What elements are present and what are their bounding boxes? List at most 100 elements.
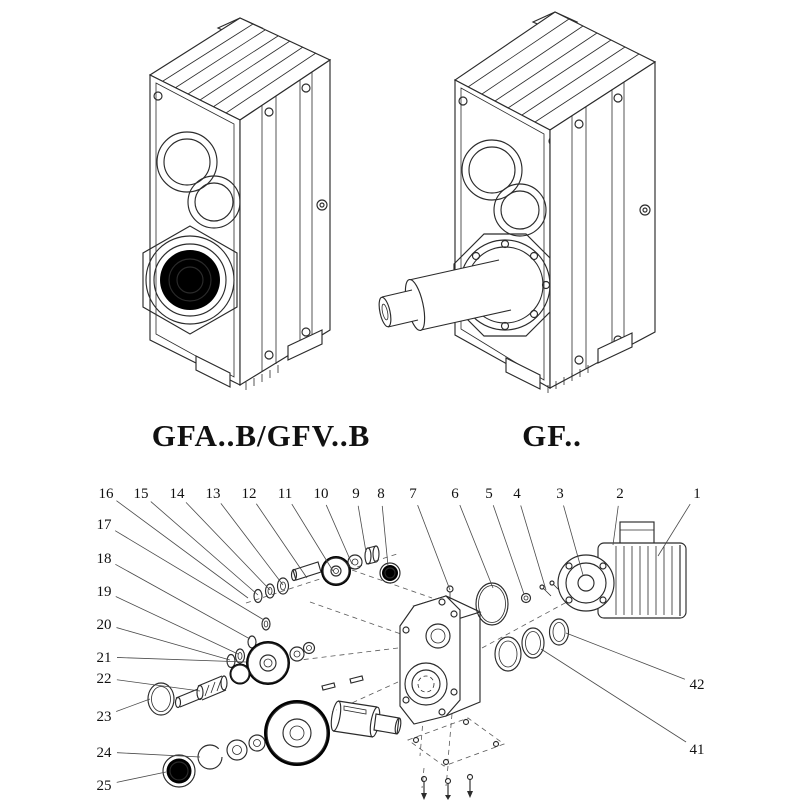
corner-bolt — [458, 96, 468, 106]
leader-line-25 — [116, 771, 167, 783]
leader-line-12 — [255, 503, 308, 579]
output-gear — [264, 700, 330, 766]
shaft-cap — [330, 700, 342, 732]
front-foot — [195, 355, 231, 388]
oil-plug-center — [642, 207, 648, 213]
callout-number-23: 23 — [97, 709, 112, 725]
rib-bolt — [301, 83, 311, 93]
leader-line-11 — [291, 503, 334, 572]
model-label-gfab-gfvb: GFA..B/GFV..B — [151, 418, 371, 453]
spacer-cap — [372, 545, 380, 563]
terminal-box — [619, 521, 655, 545]
callout-number-3: 3 — [556, 486, 564, 502]
washer-bore — [253, 739, 261, 747]
leader-line-2 — [612, 505, 619, 546]
construction-lines — [245, 552, 601, 789]
gasket-and-bolts — [407, 717, 505, 800]
rib-bolt — [264, 107, 274, 117]
callout-number-41: 41 — [690, 742, 705, 758]
shaft-step — [220, 675, 228, 691]
pinion-bore — [333, 568, 339, 574]
shim-ring-inner — [525, 631, 541, 655]
oil-seal-outer — [147, 682, 175, 716]
screw-head — [539, 584, 545, 590]
callout-number-15: 15 — [134, 486, 149, 502]
callout-number-22: 22 — [97, 671, 112, 687]
leader-line-9 — [357, 505, 367, 553]
washer-bore — [263, 620, 269, 628]
callout-number-4: 4 — [513, 486, 521, 502]
leader-line-7 — [417, 505, 451, 591]
upper-bore-outer — [461, 139, 523, 201]
shaft-end-center — [381, 303, 389, 321]
housing — [399, 585, 482, 725]
shaft-stub-edge — [381, 289, 413, 298]
shaft-step — [196, 684, 204, 701]
leader-line-16 — [116, 500, 249, 599]
second-bore-inner — [194, 182, 234, 222]
pinion-hub — [330, 565, 342, 577]
leader-line-18 — [115, 563, 251, 640]
retaining-ring-inner — [552, 622, 566, 642]
cover-ring — [494, 636, 522, 672]
front-face-inset — [460, 87, 545, 381]
housing-hidden-bore — [417, 675, 435, 693]
leader-line-5 — [492, 505, 525, 595]
bearing-outer-ring — [145, 235, 235, 325]
screw-shank — [542, 587, 552, 597]
bearing-outer-ring — [162, 754, 196, 788]
small-shaft — [292, 561, 322, 581]
shaft-edge — [197, 675, 223, 687]
input-shaft-parts-cluster — [253, 545, 401, 604]
washer — [264, 583, 276, 599]
shaft-pinion — [230, 664, 250, 684]
washer-bore — [351, 558, 359, 566]
leader-line-42 — [565, 632, 686, 680]
housing-upper-bore — [425, 623, 451, 649]
callout-number-19: 19 — [97, 584, 112, 600]
leader-line-17 — [114, 530, 265, 621]
callout-number-10: 10 — [314, 486, 329, 502]
housing-output-bore — [404, 662, 448, 706]
second-bore-outer — [493, 183, 547, 237]
cover-ring-inner — [498, 640, 518, 668]
o-ring-outer — [475, 582, 509, 626]
gear-hub — [282, 718, 312, 748]
washer-bore — [237, 652, 243, 660]
shaft-edge — [337, 700, 378, 708]
leader-line-23 — [116, 698, 151, 712]
callout-number-14: 14 — [170, 486, 186, 502]
keyway — [343, 705, 367, 715]
intermediate-gear-parts — [226, 617, 316, 685]
front-face-inset — [155, 82, 235, 378]
upper-bore-inner — [468, 146, 516, 194]
mounting-bolts — [420, 773, 474, 800]
washer-bore — [293, 650, 301, 658]
callout-number-5: 5 — [485, 486, 493, 502]
hollow-shaft-bore — [176, 266, 204, 294]
callout-number-6: 6 — [451, 486, 459, 502]
oil-seal-inner — [151, 686, 171, 712]
leader-line-20 — [116, 627, 231, 661]
seal-ring — [276, 577, 290, 595]
bottom-serration — [245, 365, 279, 390]
callout-number-1: 1 — [693, 486, 701, 502]
shaft-body-mask — [409, 260, 511, 330]
output-bearing-parts — [162, 734, 266, 788]
callout-number-20: 20 — [97, 617, 112, 633]
side-ribs — [571, 82, 625, 376]
washer — [261, 617, 271, 631]
hex-flange — [142, 225, 238, 335]
snap-ring — [197, 744, 223, 770]
spacer-edge — [367, 561, 377, 565]
shaft-edge — [420, 309, 512, 331]
leader-line-13 — [220, 503, 284, 586]
shaft-edge — [332, 730, 374, 738]
washer-bore — [267, 587, 273, 595]
oil-plug — [639, 204, 651, 216]
shaft-stub-cap — [394, 717, 402, 735]
callout-number-2: 2 — [616, 486, 624, 502]
gasket — [407, 717, 505, 767]
callout-number-18: 18 — [97, 551, 112, 567]
gasket-bolt-holes — [412, 718, 500, 766]
